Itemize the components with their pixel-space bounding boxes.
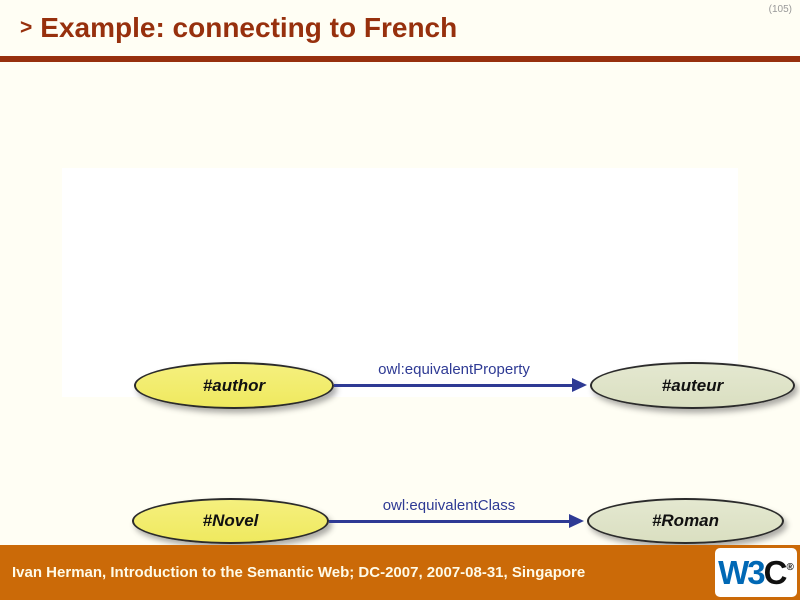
footer-text: Ivan Herman, Introduction to the Semanti… — [12, 564, 586, 581]
relation-arrow-line — [334, 384, 573, 387]
diagram-panel: #author owl:equivalentProperty #auteur #… — [62, 168, 795, 544]
arrow-head-icon — [569, 514, 584, 528]
w3c-logo-c: C — [763, 554, 788, 591]
concept-ellipse-roman: #Roman — [587, 498, 784, 544]
title-bullet: > — [20, 16, 33, 39]
concept-ellipse-author: #author — [134, 362, 334, 409]
relation-label: owl:equivalentClass — [382, 497, 516, 514]
w3c-logo-text: W3C® — [718, 556, 794, 589]
page-number: (105) — [768, 4, 792, 15]
concept-ellipse-novel: #Novel — [132, 498, 329, 544]
w3c-logo-w3: W3 — [718, 554, 765, 591]
relation-label: owl:equivalentProperty — [378, 361, 530, 378]
ellipse-label: #author — [202, 375, 266, 395]
footer-bar: Ivan Herman, Introduction to the Semanti… — [0, 545, 800, 600]
page-title: Example: connecting to French — [40, 12, 458, 43]
ellipse-label: #Novel — [202, 511, 259, 530]
relation-arrow-line — [329, 520, 570, 523]
arrow-head-icon — [572, 378, 587, 392]
ellipse-label: #Roman — [651, 511, 720, 530]
concept-ellipse-auteur: #auteur — [590, 362, 795, 409]
w3c-logo[interactable]: W3C® — [715, 548, 797, 597]
ellipse-label: #auteur — [661, 375, 724, 395]
registered-mark-icon: ® — [786, 562, 794, 573]
slide-header: > Example: connecting to French — [20, 12, 740, 44]
title-rule — [0, 56, 800, 62]
